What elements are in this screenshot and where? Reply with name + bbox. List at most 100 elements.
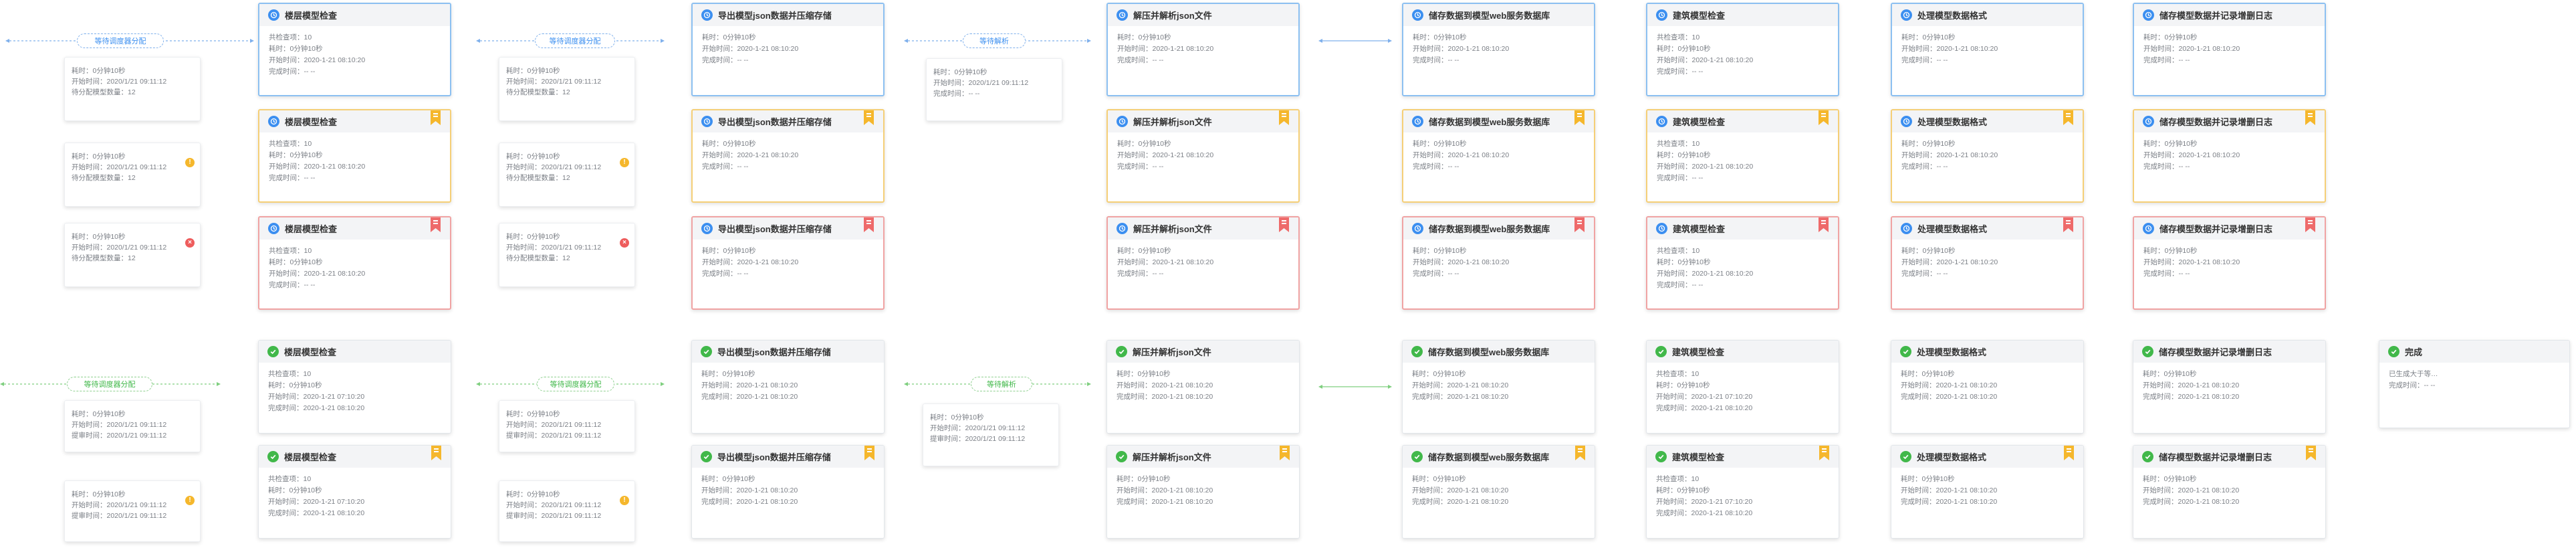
card-title: 导出模型json数据并压缩存储 [718, 11, 832, 21]
task-card[interactable]: 导出模型json数据并压缩存储耗时：0分钟10秒开始时间：2020-1-21 0… [691, 445, 885, 539]
bookmark-icon[interactable] [2306, 446, 2316, 460]
bookmark-icon[interactable] [1279, 217, 1289, 232]
bookmark-icon[interactable] [1280, 446, 1290, 460]
bookmark-icon[interactable] [2064, 446, 2074, 460]
task-card[interactable]: 导出模型json数据并压缩存储耗时：0分钟10秒开始时间：2020-1-21 0… [691, 3, 885, 96]
card-header: 处理模型数据格式 [1892, 217, 2083, 240]
bookmark-icon[interactable] [2305, 217, 2315, 232]
pending-count: 待分配模型数量：12 [72, 174, 136, 182]
card-header: 储存数据到模型web服务数据库 [1403, 110, 1594, 132]
card-body: 已生成大于等…完成时间：-- -- [2379, 363, 2569, 391]
task-card[interactable]: 解压并解析json文件耗时：0分钟10秒开始时间：2020-1-21 08:10… [1106, 216, 1300, 310]
task-card[interactable]: 储存数据到模型web服务数据库耗时：0分钟10秒开始时间：2020-1-21 0… [1402, 340, 1595, 434]
bookmark-icon[interactable] [1575, 446, 1585, 460]
bookmark-icon[interactable] [431, 446, 441, 460]
bookmark-icon[interactable] [864, 446, 874, 460]
bookmark-icon[interactable] [2305, 110, 2315, 125]
card-header: 储存模型数据并记录增删日志 [2134, 217, 2325, 240]
card-header: 导出模型json数据并压缩存储 [693, 4, 883, 26]
bookmark-icon[interactable] [1574, 217, 1585, 232]
warning-badge-icon: ! [185, 496, 195, 505]
task-card[interactable]: 完成已生成大于等…完成时间：-- -- [2379, 340, 2570, 428]
check-icon [1116, 451, 1127, 462]
task-card[interactable]: 导出模型json数据并压缩存储耗时：0分钟10秒开始时间：2020-1-21 0… [691, 216, 885, 310]
task-card[interactable]: 处理模型数据格式耗时：0分钟10秒开始时间：2020-1-21 08:10:20… [1891, 216, 2084, 310]
start-time: 开始时间：2020-1-21 08:10:20 [1901, 45, 1998, 53]
task-card[interactable]: 解压并解析json文件耗时：0分钟10秒开始时间：2020-1-21 08:10… [1106, 445, 1300, 539]
task-card[interactable]: 储存数据到模型web服务数据库耗时：0分钟10秒开始时间：2020-1-21 0… [1402, 3, 1595, 96]
check-icon [1900, 451, 1911, 462]
bookmark-icon[interactable] [1279, 110, 1289, 125]
task-card[interactable]: 解压并解析json文件耗时：0分钟10秒开始时间：2020-1-21 08:10… [1106, 340, 1300, 434]
finish-time: 完成时间：-- -- [1901, 56, 1948, 64]
bookmark-icon[interactable] [2063, 110, 2073, 125]
bookmark-icon[interactable] [1574, 110, 1585, 125]
task-card[interactable]: 处理模型数据格式耗时：0分钟10秒开始时间：2020-1-21 08:10:20… [1891, 445, 2084, 539]
bookmark-icon[interactable] [1819, 446, 1829, 460]
start-time: 开始时间：2020/1/21 09:11:12 [72, 501, 167, 509]
card-header: 解压并解析json文件 [1108, 217, 1298, 240]
task-card[interactable]: 解压并解析json文件耗时：0分钟10秒开始时间：2020-1-21 08:10… [1106, 3, 1300, 96]
clock-icon [1656, 116, 1667, 127]
duration: 耗时：0分钟10秒 [2143, 370, 2197, 378]
error-badge-icon: × [185, 238, 195, 248]
task-card[interactable]: 导出模型json数据并压缩存储耗时：0分钟10秒开始时间：2020-1-21 0… [691, 109, 885, 203]
task-card[interactable]: 处理模型数据格式耗时：0分钟10秒开始时间：2020-1-21 08:10:20… [1891, 3, 2084, 96]
connector-arrow [1318, 37, 1392, 45]
task-card[interactable]: 储存模型数据并记录增删日志耗时：0分钟10秒开始时间：2020-1-21 08:… [2133, 340, 2326, 434]
bookmark-icon[interactable] [431, 217, 441, 232]
bookmark-icon[interactable] [431, 110, 441, 125]
task-card[interactable]: 储存模型数据并记录增删日志耗时：0分钟10秒开始时间：2020-1-21 08:… [2133, 445, 2326, 539]
pending-count: 待分配模型数量：12 [506, 174, 570, 182]
task-card[interactable]: 储存数据到模型web服务数据库耗时：0分钟10秒开始时间：2020-1-21 0… [1402, 445, 1595, 539]
card-header: 导出模型json数据并压缩存储 [693, 110, 883, 132]
card-header: 储存数据到模型web服务数据库 [1403, 341, 1595, 363]
task-card[interactable]: 储存模型数据并记录增删日志耗时：0分钟10秒开始时间：2020-1-21 08:… [2133, 216, 2326, 310]
card-header: 楼层模型检查 [259, 341, 451, 363]
finish-time: 完成时间：-- -- [933, 90, 980, 98]
task-card[interactable]: 储存数据到模型web服务数据库耗时：0分钟10秒开始时间：2020-1-21 0… [1402, 109, 1595, 203]
bookmark-icon[interactable] [864, 217, 874, 232]
check-icon [267, 451, 279, 462]
task-card[interactable]: 储存数据到模型web服务数据库耗时：0分钟10秒开始时间：2020-1-21 0… [1402, 216, 1595, 310]
task-card[interactable]: 处理模型数据格式耗时：0分钟10秒开始时间：2020-1-21 08:10:20… [1891, 340, 2084, 434]
task-card[interactable]: 储存模型数据并记录增删日志耗时：0分钟10秒开始时间：2020-1-21 08:… [2133, 3, 2326, 96]
bookmark-icon[interactable] [864, 110, 874, 125]
bookmark-icon[interactable] [2063, 217, 2073, 232]
duration: 耗时：0分钟10秒 [268, 381, 322, 389]
bookmark-icon[interactable] [1819, 217, 1829, 232]
bookmark-icon[interactable] [1819, 110, 1829, 125]
task-card[interactable]: 解压并解析json文件耗时：0分钟10秒开始时间：2020-1-21 08:10… [1106, 109, 1300, 203]
start-time: 开始时间：2020-1-21 08:10:20 [269, 163, 366, 171]
task-card[interactable]: 处理模型数据格式耗时：0分钟10秒开始时间：2020-1-21 08:10:20… [1891, 109, 2084, 203]
card-title: 储存模型数据并记录增删日志 [2159, 11, 2273, 21]
task-card[interactable]: 储存模型数据并记录增删日志耗时：0分钟10秒开始时间：2020-1-21 08:… [2133, 109, 2326, 203]
task-card[interactable]: 导出模型json数据并压缩存储耗时：0分钟10秒开始时间：2020-1-21 0… [691, 340, 885, 434]
